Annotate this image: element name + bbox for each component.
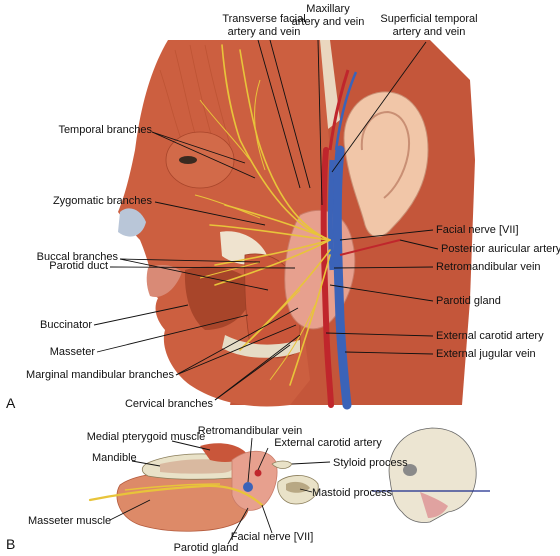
- external-carotid-artery-shape: [320, 147, 334, 408]
- label-styloid: Styloid process: [333, 457, 408, 469]
- label-maxillary-line2: artery and vein: [292, 16, 365, 28]
- posterior-auricular-artery-shape: [339, 239, 401, 256]
- panel-b-leader-lines: [109, 437, 331, 545]
- label-facial-nerve-b: Facial nerve [VII]: [231, 531, 314, 543]
- label-mastoid: Mastoid process: [312, 487, 393, 499]
- skull-orientation-thumbnail: [372, 427, 490, 523]
- label-facial-nerve: Facial nerve [VII]: [436, 224, 519, 236]
- nasal-cartilage: [118, 208, 146, 237]
- panel-b-labels: Medial pterygoid muscle Retromandibular …: [6, 425, 408, 554]
- label-external-carotid-b: External carotid artery: [274, 437, 382, 449]
- label-marginal-mandibular: Marginal mandibular branches: [26, 369, 174, 381]
- masseter-cross-section: [116, 471, 250, 532]
- superficial-temporal-vein-shape: [334, 71, 358, 151]
- label-transverse-facial-line1: Transverse facial: [222, 13, 305, 25]
- label-transverse-facial-line2: artery and vein: [228, 26, 301, 38]
- label-superficial-temporal-line2: artery and vein: [393, 26, 466, 38]
- facial-nerve-branches: [194, 44, 331, 386]
- external-jugular-vein-shape: [332, 145, 352, 410]
- buccinator-muscle: [184, 266, 255, 330]
- label-parotid-gland-b: Parotid gland: [174, 542, 239, 554]
- label-buccinator: Buccinator: [40, 319, 92, 331]
- panel-b-illustration: [88, 427, 490, 532]
- facial-nerve-cross-section-path: [88, 484, 264, 507]
- label-medial-pterygoid: Medial pterygoid muscle: [87, 431, 206, 443]
- label-cervical-branches: Cervical branches: [125, 398, 214, 410]
- lips: [146, 265, 182, 297]
- panel-b-letter: B: [6, 536, 15, 552]
- label-external-carotid: External carotid artery: [436, 330, 544, 342]
- facial-nerve-cross-section-branch: [124, 483, 221, 491]
- label-external-jugular: External jugular vein: [436, 348, 536, 360]
- label-superficial-temporal-line1: Superficial temporal: [380, 13, 477, 25]
- superficial-temporal-vessels: [328, 69, 350, 151]
- label-temporal-branches: Temporal branches: [58, 124, 152, 136]
- mandible-marrow: [160, 459, 234, 474]
- label-maxillary-line1: Maxillary: [306, 3, 350, 15]
- ear-inner-fold: [360, 110, 410, 199]
- panel-a-leader-lines: [93, 39, 439, 401]
- panel-a-illustration: [118, 40, 475, 410]
- label-parotid-duct: Parotid duct: [49, 260, 108, 272]
- label-masseter-muscle: Masseter muscle: [28, 515, 111, 527]
- label-zygomatic-branches: Zygomatic branches: [53, 195, 153, 207]
- retromandibular-vein-shape: [328, 159, 335, 271]
- label-buccal-branches: Buccal branches: [37, 251, 119, 263]
- parotid-gland-cross-section: [231, 450, 278, 511]
- panel-a-letter: A: [6, 395, 16, 411]
- label-posterior-auricular: Posterior auricular artery: [441, 243, 560, 255]
- label-mandible: Mandible: [92, 452, 137, 464]
- label-retromandibular: Retromandibular vein: [436, 261, 541, 273]
- panel-a-labels: Transverse facial artery and vein Maxill…: [6, 3, 560, 411]
- label-masseter: Masseter: [50, 346, 96, 358]
- eye: [179, 156, 197, 164]
- retromandibular-vein-cross-section: [243, 482, 253, 492]
- label-parotid-gland: Parotid gland: [436, 295, 501, 307]
- label-retromandibular-b: Retromandibular vein: [198, 425, 303, 437]
- external-carotid-cross-section: [254, 469, 262, 477]
